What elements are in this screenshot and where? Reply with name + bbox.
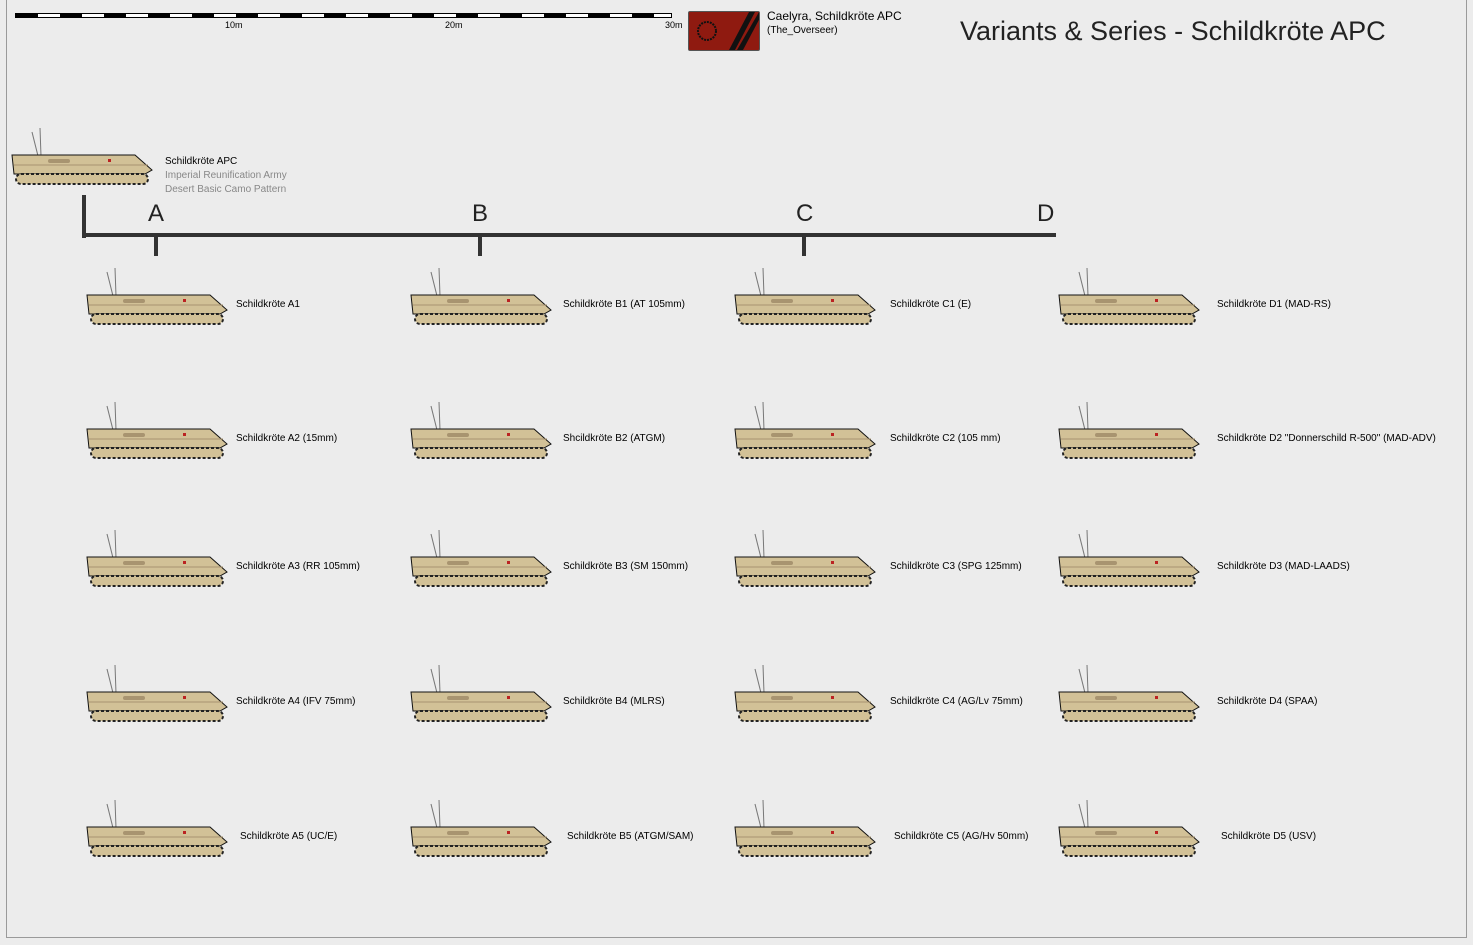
variant-label: Schildkröte B1 (AT 105mm) [563, 299, 685, 310]
scale-tick-20m: 20m [445, 20, 463, 30]
vehicle-icon [11, 127, 153, 185]
variant-label: Schildkröte D2 "Donnerschild R-500" (MAD… [1217, 433, 1436, 444]
caelyra-flag [688, 11, 761, 51]
flag-emblem-icon [697, 12, 761, 50]
variant-label: Schildkröte A4 (IFV 75mm) [236, 696, 356, 707]
vehicle-icon [1058, 799, 1200, 857]
variant-label: Schildkröte D5 (USV) [1221, 831, 1317, 842]
page-title: Variants & Series - Schildkröte APC [960, 16, 1386, 46]
variant-vehicle [733, 799, 878, 860]
series-tick [478, 235, 482, 256]
vehicle-icon [410, 267, 552, 325]
series-letter-a: A [148, 200, 165, 227]
variant-label: Shcildkröte B2 (ATGM) [563, 433, 666, 444]
variant-vehicle [733, 664, 878, 725]
vehicle-icon [1058, 267, 1200, 325]
variant-vehicle [1057, 529, 1202, 590]
variant-vehicle [1057, 799, 1202, 860]
variant-label: Schildkröte C2 (105 mm) [890, 433, 1001, 444]
variant-vehicle [409, 799, 554, 860]
scale-tick-10m: 10m [225, 20, 243, 30]
variant-vehicle [1057, 267, 1202, 328]
variant-vehicle [409, 529, 554, 590]
variant-vehicle [409, 664, 554, 725]
variant-label: Schildkröte C5 (AG/Hv 50mm) [894, 831, 1029, 842]
variant-vehicle [733, 529, 878, 590]
vehicle-icon [86, 664, 228, 722]
variant-label: Schildkröte D3 (MAD-LAADS) [1217, 561, 1350, 572]
base-operator: Imperial Reunification Army [165, 170, 287, 181]
vehicle-icon [1058, 401, 1200, 459]
series-letter-d: D [1037, 200, 1055, 227]
variant-vehicle [85, 664, 230, 725]
vehicle-icon [86, 799, 228, 857]
vehicle-icon [86, 529, 228, 587]
author: (The_Overseer) [767, 25, 838, 36]
tree-trunk [82, 195, 86, 238]
variant-label: Schildkröte D1 (MAD-RS) [1217, 299, 1331, 310]
vehicle-icon [410, 799, 552, 857]
scale-bar [15, 13, 672, 18]
variant-vehicle [733, 267, 878, 328]
variant-label: Schildkröte C3 (SPG 125mm) [890, 561, 1022, 572]
variant-label: Schildkröte C1 (E) [890, 299, 972, 310]
vehicle-icon [1058, 529, 1200, 587]
variant-label: Schildkröte D4 (SPAA) [1217, 696, 1318, 707]
variant-vehicle [85, 401, 230, 462]
scale-tick-30m: 30m [665, 20, 683, 30]
variant-label: Schildkröte A1 [236, 299, 300, 310]
variant-vehicle [409, 267, 554, 328]
vehicle-icon [410, 529, 552, 587]
vehicle-icon [734, 664, 876, 722]
variant-label: Schildkröte A5 (UC/E) [240, 831, 338, 842]
vehicle-icon [734, 267, 876, 325]
base-camo: Desert Basic Camo Pattern [165, 184, 287, 195]
series-tick [154, 235, 158, 256]
variant-vehicle [733, 401, 878, 462]
variant-vehicle [1057, 664, 1202, 725]
vehicle-icon [86, 267, 228, 325]
series-letter-c: C [796, 200, 814, 227]
variant-label: Schildkröte A3 (RR 105mm) [236, 561, 360, 572]
variant-vehicle [1057, 401, 1202, 462]
variant-label: Schildkröte C4 (AG/Lv 75mm) [890, 696, 1023, 707]
variant-vehicle [85, 799, 230, 860]
variant-vehicle [85, 529, 230, 590]
variant-label: Schildkröte B5 (ATGM/SAM) [567, 831, 694, 842]
nation-title: Caelyra, Schildkröte APC [767, 9, 902, 23]
series-tick [802, 235, 806, 256]
vehicle-icon [410, 401, 552, 459]
sheet-frame [6, 0, 1467, 938]
vehicle-icon [410, 664, 552, 722]
vehicle-icon [734, 529, 876, 587]
vehicle-icon [86, 401, 228, 459]
base-name: Schildkröte APC [165, 156, 238, 167]
variant-vehicle [85, 267, 230, 328]
tree-branch [82, 233, 1056, 237]
vehicle-icon [1058, 664, 1200, 722]
base-vehicle [10, 127, 155, 188]
vehicle-icon [734, 799, 876, 857]
variant-label: Schildkröte B3 (SM 150mm) [563, 561, 689, 572]
variant-label: Schildkröte B4 (MLRS) [563, 696, 665, 707]
series-letter-b: B [472, 200, 489, 227]
vehicle-icon [734, 401, 876, 459]
variant-label: Schildkröte A2 (15mm) [236, 433, 338, 444]
variant-vehicle [409, 401, 554, 462]
